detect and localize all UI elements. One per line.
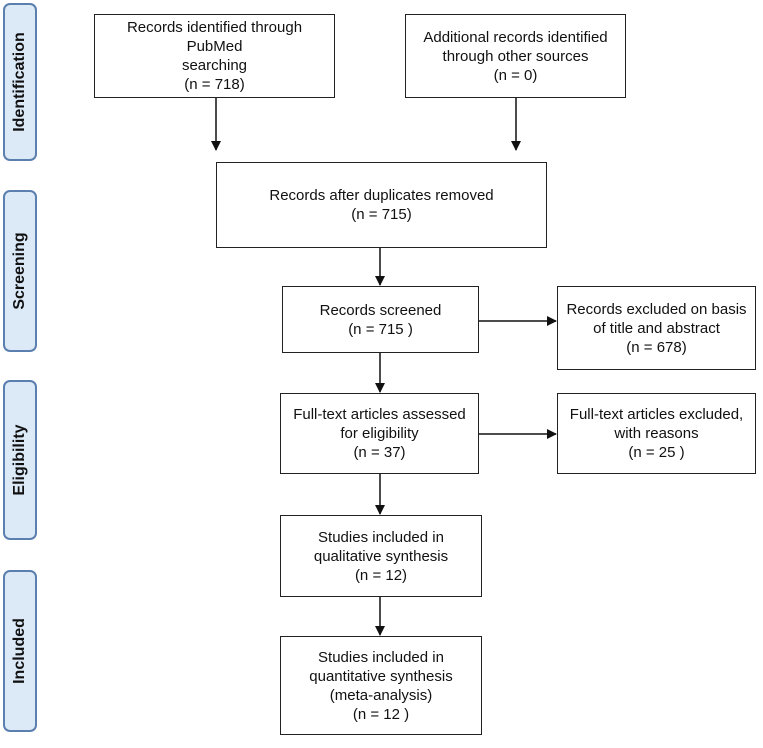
box-fulltext-line2: for eligibility (340, 425, 419, 442)
box-screened-line1: Records screened (319, 301, 442, 319)
box-other-line1: Additional records identified (423, 28, 608, 46)
phase-identification: Identification (3, 3, 37, 161)
box-pubmed-line2: searching (181, 57, 248, 74)
box-excluded-count: (n = 678) (626, 338, 687, 356)
box-fulltext-excluded-line1: Full-text articles excluded, (569, 406, 744, 423)
box-fulltext-assessed: Full-text articles assessed for eligibil… (280, 393, 479, 474)
box-fulltext-excluded-line2: with reasons (614, 425, 699, 442)
phase-eligibility: Eligibility (3, 380, 37, 540)
box-quantitative-line3: (meta-analysis) (329, 686, 433, 704)
box-quantitative-count: (n = 12 ) (352, 705, 410, 723)
box-duplicates-count: (n = 715) (351, 206, 412, 223)
box-fulltext-excluded-count: (n = 25 ) (628, 444, 685, 461)
box-duplicates-line1: Records after duplicates removed (269, 187, 494, 204)
box-other-count: (n = 0) (493, 66, 538, 84)
box-fulltext-count: (n = 37) (353, 444, 406, 461)
box-qualitative-synthesis: Studies included in qualitative synthesi… (280, 515, 482, 597)
box-qualitative-line2: qualitative synthesis (313, 547, 449, 565)
box-records-excluded: Records excluded on basis of title and a… (557, 286, 756, 370)
box-other-sources: Additional records identified through ot… (405, 14, 626, 98)
box-duplicates-removed: Records after duplicates removed (n = 71… (216, 162, 547, 248)
box-records-screened: Records screened (n = 715 ) (282, 286, 479, 353)
box-pubmed-records: Records identified through PubMed search… (94, 14, 335, 98)
box-excluded-line2: of title and abstract (593, 319, 720, 337)
box-quantitative-line2: quantitative synthesis (309, 667, 453, 685)
box-fulltext-line1: Full-text articles assessed (293, 406, 466, 423)
box-quantitative-synthesis: Studies included in quantitative synthes… (280, 636, 482, 735)
box-other-line2: through other sources (442, 47, 589, 65)
box-quantitative-line1: Studies included in (318, 648, 444, 666)
box-pubmed-line1: Records identified through PubMed (126, 19, 303, 55)
box-screened-count: (n = 715 ) (348, 320, 413, 338)
box-qualitative-count: (n = 12) (354, 566, 408, 584)
phase-included: Included (3, 570, 37, 732)
box-fulltext-excluded: Full-text articles excluded, with reason… (557, 393, 756, 474)
box-pubmed-count: (n = 718) (184, 76, 245, 93)
phase-screening: Screening (3, 190, 37, 352)
box-qualitative-line1: Studies included in (318, 528, 444, 546)
box-excluded-line1: Records excluded on basis (566, 300, 747, 318)
